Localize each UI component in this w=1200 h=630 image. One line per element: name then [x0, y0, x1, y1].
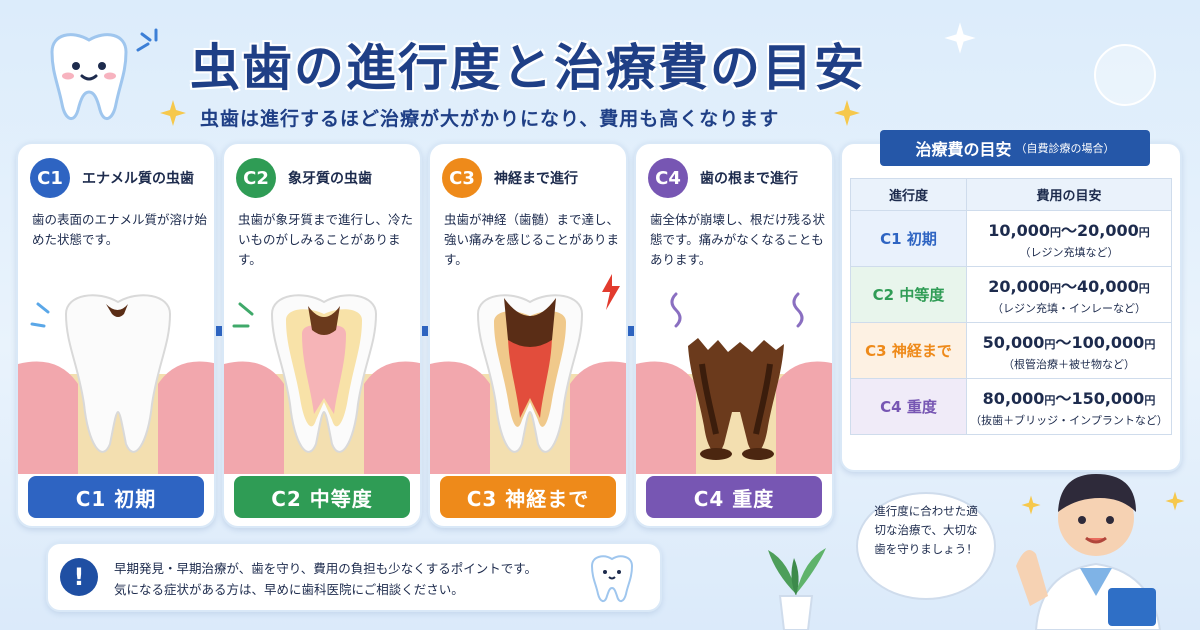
- speech-bubble: [856, 492, 996, 600]
- stage-title: 神経まで進行: [494, 171, 578, 187]
- odor-wave-icon: [670, 292, 682, 328]
- table-header-row: 進行度 費用の目安: [850, 178, 1172, 211]
- table-row: C1 初期 10,000円～20,000円 （レジン充填など）: [850, 210, 1172, 267]
- stage-description: 歯全体が崩壊し、根だけ残る状態です。痛みがなくなることもあります。: [650, 212, 826, 267]
- cost-heading-note: （自費診療の場合）: [1015, 142, 1115, 155]
- bubble-decoration-icon: [1094, 44, 1156, 106]
- stage-badge: C3: [442, 158, 482, 198]
- tip-box: [46, 542, 662, 612]
- stage-title: 歯の根まで進行: [700, 171, 798, 187]
- price-note: （根管治療＋被せ物など）: [1003, 358, 1135, 371]
- table-row: C2 中等度 20,000円～40,000円 （レジン充填・インレーなど）: [850, 266, 1172, 323]
- stage-label: C4 重度: [646, 476, 822, 518]
- tooth-c2-illustration: [224, 294, 420, 474]
- price-low: 80,000: [982, 389, 1045, 408]
- stage-description: 歯の表面のエナメル質が溶け始めた状態です。: [32, 212, 208, 247]
- price-high: 150,000: [1071, 389, 1145, 408]
- price-high: 40,000: [1077, 277, 1139, 296]
- row-stage: C2 中等度: [850, 266, 967, 323]
- row-stage: C3 神経まで: [850, 322, 967, 379]
- stage-card-c2: C2 象牙質の虫歯 虫歯が象牙質まで進行し、冷たいものがしみることがあります。 …: [222, 142, 422, 528]
- stage-badge: C2: [236, 158, 276, 198]
- exclamation-icon: !: [60, 558, 98, 596]
- row-stage: C4 重度: [850, 378, 967, 435]
- table-row: C4 重度 80,000円～150,000円 （抜歯＋ブリッジ・インプラントなど…: [850, 378, 1172, 435]
- cost-heading-title: 治療費の目安: [915, 140, 1012, 159]
- price-low: 50,000: [982, 333, 1045, 352]
- stage-badge: C4: [648, 158, 688, 198]
- stage-description: 虫歯が神経（歯髄）まで達し、強い痛みを感じることがあります。: [444, 212, 620, 267]
- stage-card-c1: C1 エナメル質の虫歯 歯の表面のエナメル質が溶け始めた状態です。 C1 初期: [16, 142, 216, 528]
- price-note: （レジン充填など）: [1019, 246, 1119, 259]
- tooth-c4-illustration: [636, 338, 832, 474]
- pain-bolt-icon: [602, 274, 620, 310]
- table-row: C3 神経まで 50,000円～100,000円 （根管治療＋被せ物など）: [850, 322, 1172, 379]
- tooth-mascot-icon: [50, 33, 128, 120]
- stage-label: C3 神経まで: [440, 476, 616, 518]
- sparkle-icon: [834, 100, 860, 126]
- odor-wave-icon: [792, 292, 804, 328]
- tooth-c3-illustration: [430, 294, 626, 474]
- price-low: 10,000: [988, 221, 1050, 240]
- stage-description: 虫歯が象牙質まで進行し、冷たいものがしみることがあります。: [238, 212, 414, 267]
- stage-title: 象牙質の虫歯: [288, 171, 372, 187]
- sparkle-icon: [944, 22, 976, 54]
- row-stage: C1 初期: [850, 210, 967, 267]
- page-title: 虫歯の進行度と治療費の目安: [190, 39, 866, 97]
- stage-label: C2 中等度: [234, 476, 410, 518]
- sparkle-icon: [1021, 495, 1041, 515]
- price-low: 20,000: [988, 277, 1050, 296]
- cost-table: 進行度 費用の目安 C1 初期 10,000円～20,000円 （レジン充填など…: [850, 178, 1172, 435]
- price-note: （レジン充填・インレーなど）: [992, 302, 1146, 315]
- stage-badge: C1: [30, 158, 70, 198]
- stage-card-c4: C4 歯の根まで進行 歯全体が崩壊し、根だけ残る状態です。痛みがなくなることもあ…: [634, 142, 834, 528]
- column-header-stage: 進行度: [850, 178, 967, 211]
- price-high: 20,000: [1077, 221, 1139, 240]
- sparkle-icon: [136, 28, 158, 52]
- stage-label: C1 初期: [28, 476, 204, 518]
- stage-title: エナメル質の虫歯: [82, 171, 194, 187]
- tip-line-2: 気になる症状がある方は、早めに歯科医院にご相談ください。: [114, 582, 464, 597]
- stage-card-c3: C3 神経まで進行 虫歯が神経（歯髄）まで達し、強い痛みを感じることがあります。…: [428, 142, 628, 528]
- tooth-c1-illustration: [18, 294, 214, 474]
- row-cost: 50,000円～100,000円 （根管治療＋被せ物など）: [966, 322, 1172, 379]
- dentist-character-icon: [1016, 474, 1162, 630]
- sparkle-icon: [1165, 491, 1185, 511]
- row-cost: 10,000円～20,000円 （レジン充填など）: [966, 210, 1172, 267]
- tip-line-1: 早期発見・早期治療が、歯を守り、費用の負担も少なくするポイントです。: [114, 561, 538, 576]
- page-subtitle: 虫歯は進行するほど治療が大がかりになり、費用も高くなります: [200, 108, 780, 130]
- column-header-cost: 費用の目安: [966, 178, 1172, 211]
- tip-text: 早期発見・早期治療が、歯を守り、費用の負担も少なくするポイントです。 気になる症…: [114, 558, 574, 600]
- price-high: 100,000: [1071, 333, 1145, 352]
- plant-icon: [768, 548, 826, 630]
- cost-heading: 治療費の目安 （自費診療の場合）: [880, 130, 1150, 166]
- sparkle-icon: [160, 100, 186, 126]
- small-tooth-mascot-icon: [590, 555, 634, 602]
- row-cost: 20,000円～40,000円 （レジン充填・インレーなど）: [966, 266, 1172, 323]
- row-cost: 80,000円～150,000円 （抜歯＋ブリッジ・インプラントなど）: [966, 378, 1172, 435]
- price-note: （抜歯＋ブリッジ・インプラントなど）: [970, 414, 1168, 427]
- speech-bubble-text: 進行度に合わせた適切な治療で、大切な歯を守りましょう！: [874, 504, 978, 556]
